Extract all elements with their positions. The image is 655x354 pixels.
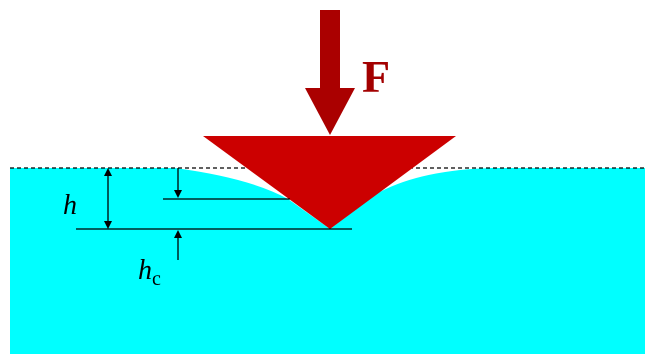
total-depth-label: h xyxy=(63,190,77,221)
force-arrow xyxy=(305,10,355,135)
substrate xyxy=(10,168,645,354)
contact-depth-arrow xyxy=(174,230,182,260)
sink-in-arrow xyxy=(174,168,182,198)
total-depth-dimension xyxy=(104,168,112,229)
indenter xyxy=(203,136,456,229)
force-label: F xyxy=(362,51,390,102)
contact-depth-symbol: h xyxy=(138,255,152,286)
contact-depth-label: hc xyxy=(138,255,161,290)
contact-depth-subscript: c xyxy=(152,268,161,290)
